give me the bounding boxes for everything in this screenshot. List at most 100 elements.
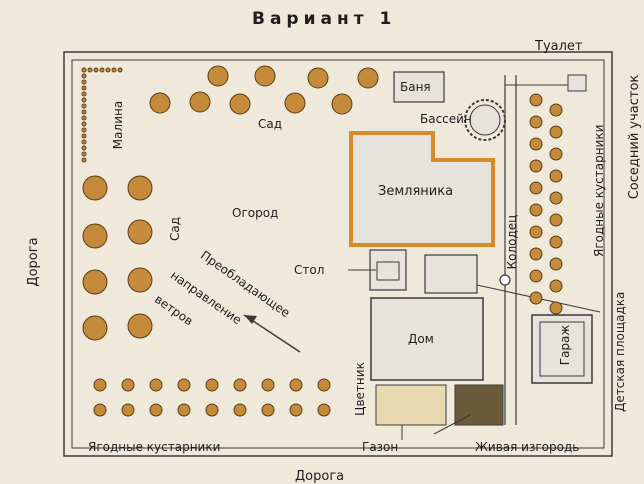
raspberry-dot xyxy=(81,133,87,139)
berry-bush xyxy=(549,169,563,183)
tree xyxy=(229,93,251,115)
berry-bush xyxy=(233,378,247,392)
berry-bush xyxy=(549,301,563,315)
raspberry-dot xyxy=(87,67,93,73)
tree xyxy=(127,219,153,245)
raspberry-dot xyxy=(81,127,87,133)
berry-bush xyxy=(529,137,543,151)
berry-bush xyxy=(549,147,563,161)
berry-bush xyxy=(549,235,563,249)
raspberry-dot xyxy=(99,67,105,73)
raspberry-dot xyxy=(81,157,87,163)
toilet-building xyxy=(567,74,587,92)
berry-bush xyxy=(289,378,303,392)
label-toilet: Туалет xyxy=(535,39,583,54)
tree xyxy=(307,67,329,89)
raspberry-dot xyxy=(105,67,111,73)
berry-bush xyxy=(529,181,543,195)
berry-bush xyxy=(261,403,275,417)
tree xyxy=(207,65,229,87)
raspberry-dot xyxy=(81,109,87,115)
label-neighbor: Соседний участок xyxy=(627,74,642,200)
berry-bush xyxy=(317,403,331,417)
tree xyxy=(127,313,153,339)
berry-bush xyxy=(549,279,563,293)
berry-bushes xyxy=(81,65,563,417)
berry-bush xyxy=(149,378,163,392)
hedge-leader xyxy=(433,414,471,435)
raspberry-dot xyxy=(81,103,87,109)
berry-bush xyxy=(317,378,331,392)
label-garden-top: Сад xyxy=(258,117,283,131)
tree xyxy=(284,92,306,114)
flowerbed-area xyxy=(375,384,447,426)
raspberry-dot xyxy=(117,67,123,73)
raspberry-dot xyxy=(81,79,87,85)
label-strawberry: Земляника xyxy=(378,184,454,199)
raspberry-dot xyxy=(81,115,87,121)
raspberry-dot xyxy=(81,151,87,157)
tree xyxy=(82,269,108,295)
tree xyxy=(82,223,108,249)
berry-bush xyxy=(549,257,563,271)
label-road-left: Дорога xyxy=(26,237,41,287)
label-house: Дом xyxy=(408,332,434,346)
berry-bush xyxy=(289,403,303,417)
berry-bush xyxy=(529,115,543,129)
tree xyxy=(331,93,353,115)
berry-bush xyxy=(261,378,275,392)
pool-circle xyxy=(464,99,506,141)
tree xyxy=(82,175,108,201)
berry-bush xyxy=(205,378,219,392)
berry-bush xyxy=(149,403,163,417)
berry-bush xyxy=(93,403,107,417)
table-patio xyxy=(369,249,407,291)
label-playground: Детская площадка xyxy=(613,291,627,412)
playground-area xyxy=(424,254,478,294)
berry-bush xyxy=(121,403,135,417)
berry-bush xyxy=(529,247,543,261)
label-pool: Бассейн xyxy=(420,112,472,126)
berry-bush xyxy=(233,403,247,417)
garage-building xyxy=(531,314,593,384)
tree xyxy=(254,65,276,87)
label-garden-left: Сад xyxy=(168,216,182,242)
raspberry-dot xyxy=(81,97,87,103)
raspberry-dot xyxy=(81,67,87,73)
path-lines xyxy=(504,75,517,425)
label-flowerbed: Цветник xyxy=(353,362,367,416)
garage-inner xyxy=(539,321,585,377)
berry-bush xyxy=(529,291,543,305)
tree xyxy=(357,67,379,89)
raspberry-dot xyxy=(93,67,99,73)
strawberry-bed xyxy=(349,131,495,247)
berry-bush xyxy=(529,159,543,173)
raspberry-dot xyxy=(81,85,87,91)
label-well: Колодец xyxy=(505,214,519,270)
label-vegetable: Огород xyxy=(232,206,279,220)
tree xyxy=(127,175,153,201)
label-table: Стол xyxy=(294,263,325,277)
berry-bush xyxy=(529,203,543,217)
label-road-bottom: Дорога xyxy=(295,469,345,484)
tree xyxy=(149,92,171,114)
inner-boundary xyxy=(71,59,605,449)
berry-bush xyxy=(177,378,191,392)
berry-bush xyxy=(549,103,563,117)
house-building xyxy=(370,297,484,381)
plot-boundary xyxy=(63,51,613,457)
label-lawn: Газон xyxy=(362,440,399,454)
berry-bush xyxy=(549,213,563,227)
bath-building xyxy=(393,71,445,103)
raspberry-dot xyxy=(81,91,87,97)
well-circle xyxy=(499,274,511,286)
table xyxy=(376,261,400,281)
tree xyxy=(127,267,153,293)
berry-bush xyxy=(205,403,219,417)
berry-bush xyxy=(529,225,543,239)
wind-arrow-head xyxy=(244,315,257,324)
raspberry-dot xyxy=(111,67,117,73)
label-hedge: Живая изгородь xyxy=(475,440,580,454)
